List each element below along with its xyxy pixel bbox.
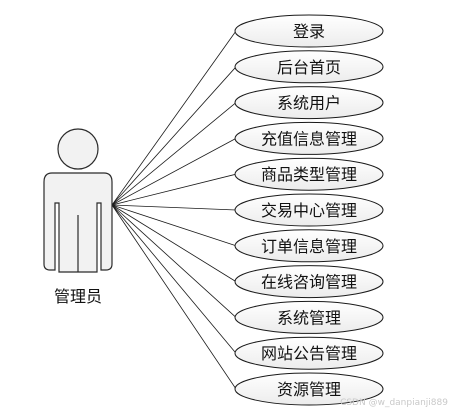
use-case-ellipse (234, 121, 384, 155)
association-line (111, 204, 237, 247)
use-case-label: 充值信息管理 (261, 129, 357, 148)
use-case-ellipse (234, 157, 384, 191)
use-case-ellipse (234, 86, 384, 120)
use-case: 登录 (234, 14, 384, 48)
association-line (111, 204, 237, 390)
association-lines (111, 30, 237, 390)
use-case-ellipse (234, 372, 384, 406)
use-case-label: 系统用户 (277, 94, 341, 113)
use-case: 后台首页 (234, 50, 384, 84)
association-line (111, 30, 237, 206)
use-case-label: 后台首页 (277, 58, 341, 77)
use-cases: 登录后台首页系统用户充值信息管理商品类型管理交易中心管理订单信息管理在线咨询管理… (234, 14, 384, 406)
use-case-ellipse (234, 300, 384, 334)
use-case: 资源管理 (234, 372, 384, 406)
association-line (111, 204, 237, 282)
use-case: 充值信息管理 (234, 121, 384, 155)
use-case-label: 资源管理 (277, 380, 341, 399)
use-case: 交易中心管理 (234, 193, 384, 227)
use-case-label: 在线咨询管理 (261, 273, 357, 292)
actor-label: 管理员 (54, 287, 102, 306)
use-case-ellipse (234, 14, 384, 48)
use-case-ellipse (234, 265, 384, 299)
use-case-label: 订单信息管理 (261, 237, 357, 256)
use-case-ellipse (234, 50, 384, 84)
actor-head (57, 128, 99, 170)
use-case: 商品类型管理 (234, 157, 384, 191)
use-case-ellipse (234, 229, 384, 263)
association-line (111, 204, 237, 318)
use-case-label: 商品类型管理 (261, 165, 357, 184)
use-case-label: 登录 (293, 22, 325, 41)
use-case-ellipse (234, 193, 384, 227)
use-case: 系统用户 (234, 86, 384, 120)
use-case: 在线咨询管理 (234, 265, 384, 299)
use-case: 系统管理 (234, 300, 384, 334)
association-line (111, 66, 237, 206)
use-case-label: 系统管理 (277, 308, 341, 327)
use-case: 订单信息管理 (234, 229, 384, 263)
association-line (111, 138, 237, 206)
association-line (111, 204, 237, 211)
use-case-label: 交易中心管理 (261, 201, 357, 220)
association-line (111, 204, 237, 354)
association-line (111, 102, 237, 206)
use-case: 网站公告管理 (234, 336, 384, 370)
watermark: CSDN @w_danpianji889 (340, 398, 448, 408)
actor-figure: 管理员 (43, 128, 113, 306)
use-case-ellipse (234, 336, 384, 370)
association-line (111, 173, 237, 206)
use-case-label: 网站公告管理 (261, 344, 357, 363)
